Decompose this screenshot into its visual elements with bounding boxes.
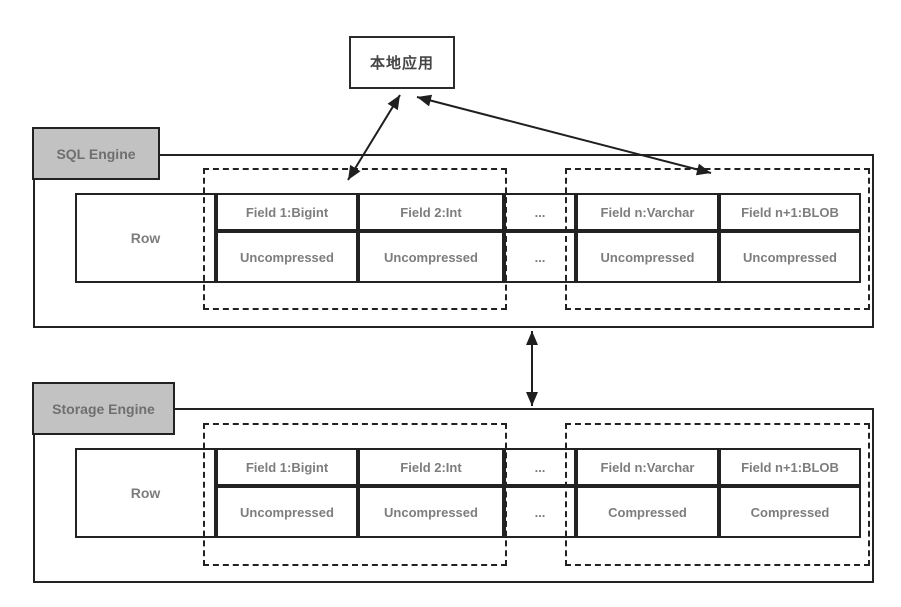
sql-field-2-column: Field 2:Int Uncompressed [358,193,504,283]
sql-left-field-group [203,168,507,310]
storage-field-1-column: Field 1:Bigint Uncompressed [216,448,358,538]
storage-field-n-header: Field n:Varchar [576,448,719,486]
storage-ellipsis-column: ... ... [504,448,576,538]
sql-engine-label-box: SQL Engine [32,127,160,180]
storage-engine-container [33,408,874,583]
sql-field-n-header: Field n:Varchar [576,193,719,231]
storage-ellipsis-header: ... [504,448,576,486]
storage-engine-label: Storage Engine [52,400,155,417]
storage-right-field-group [565,423,870,566]
sql-ellipsis-value: ... [504,231,576,283]
sql-right-field-group [565,168,870,310]
sql-field-n1-column: Field n+1:BLOB Uncompressed [719,193,861,283]
storage-field-2-header: Field 2:Int [358,448,504,486]
storage-row-label: Row [130,485,161,501]
sql-field-1-header: Field 1:Bigint [216,193,358,231]
sql-field-1-column: Field 1:Bigint Uncompressed [216,193,358,283]
sql-row-label: Row [130,230,161,246]
storage-ellipsis-value: ... [504,486,576,538]
local-app-label: 本地应用 [369,55,434,72]
sql-field-2-value: Uncompressed [358,231,504,283]
storage-field-n1-value: Compressed [719,486,861,538]
storage-field-n1-column: Field n+1:BLOB Compressed [719,448,861,538]
storage-field-1-value: Uncompressed [216,486,358,538]
sql-field-2-header: Field 2:Int [358,193,504,231]
sql-ellipsis-header: ... [504,193,576,231]
sql-field-n-value: Uncompressed [576,231,719,283]
local-app-box: 本地应用 [349,36,455,89]
sql-ellipsis-column: ... ... [504,193,576,283]
storage-field-n-value: Compressed [576,486,719,538]
storage-field-1-header: Field 1:Bigint [216,448,358,486]
storage-row-cell: Row [75,448,216,538]
storage-field-n1-header: Field n+1:BLOB [719,448,861,486]
storage-field-n-column: Field n:Varchar Compressed [576,448,719,538]
storage-field-2-column: Field 2:Int Uncompressed [358,448,504,538]
storage-left-field-group [203,423,507,566]
storage-field-2-value: Uncompressed [358,486,504,538]
sql-row-cell: Row [75,193,216,283]
sql-field-n-column: Field n:Varchar Uncompressed [576,193,719,283]
sql-field-n1-value: Uncompressed [719,231,861,283]
storage-engine-label-box: Storage Engine [32,382,175,435]
sql-field-n1-header: Field n+1:BLOB [719,193,861,231]
sql-field-1-value: Uncompressed [216,231,358,283]
sql-engine-label: SQL Engine [56,145,136,162]
